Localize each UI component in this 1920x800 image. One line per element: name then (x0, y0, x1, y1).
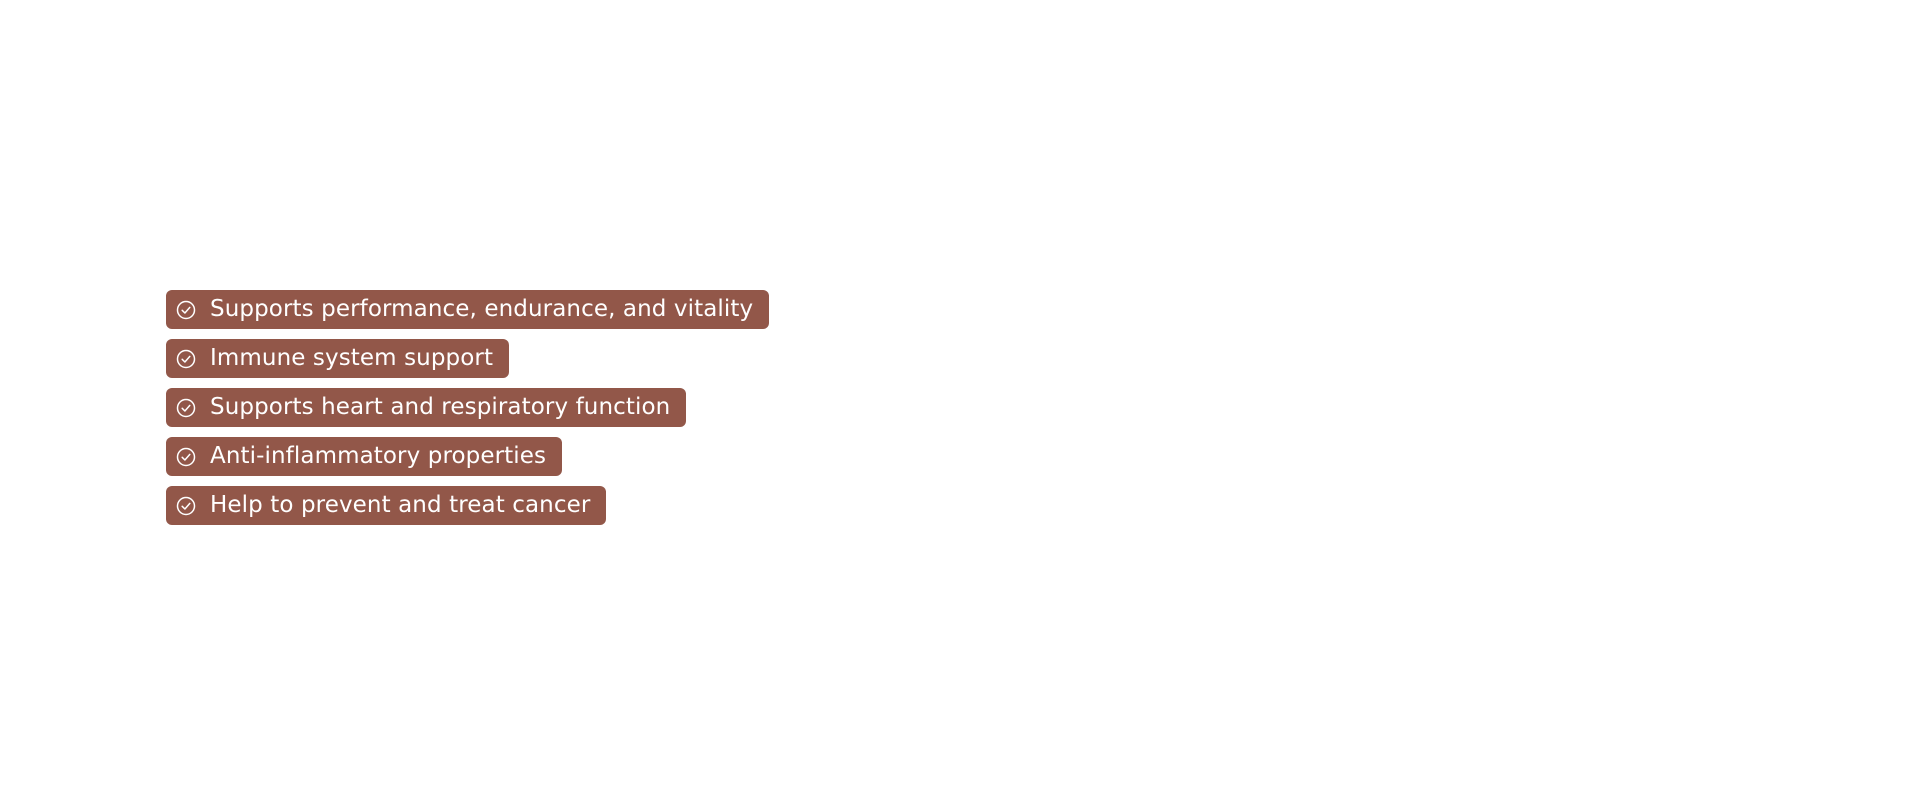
benefit-item: Supports heart and respiratory function (166, 388, 687, 427)
benefit-item: Immune system support (166, 339, 510, 378)
benefit-label: Help to prevent and treat cancer (210, 492, 591, 518)
check-circle-icon (176, 496, 196, 516)
benefit-item: Supports performance, endurance, and vit… (166, 290, 770, 329)
benefit-label: Immune system support (210, 345, 494, 371)
check-circle-icon (176, 349, 196, 369)
check-circle-icon (176, 300, 196, 320)
check-circle-icon (176, 447, 196, 467)
benefit-label: Supports performance, endurance, and vit… (210, 296, 754, 322)
benefit-label: Supports heart and respiratory function (210, 394, 671, 420)
benefit-item: Anti-inflammatory properties (166, 437, 563, 476)
benefit-item: Help to prevent and treat cancer (166, 486, 607, 525)
check-circle-icon (176, 398, 196, 418)
benefit-list: Supports performance, endurance, and vit… (166, 290, 770, 525)
benefit-label: Anti-inflammatory properties (210, 443, 547, 469)
